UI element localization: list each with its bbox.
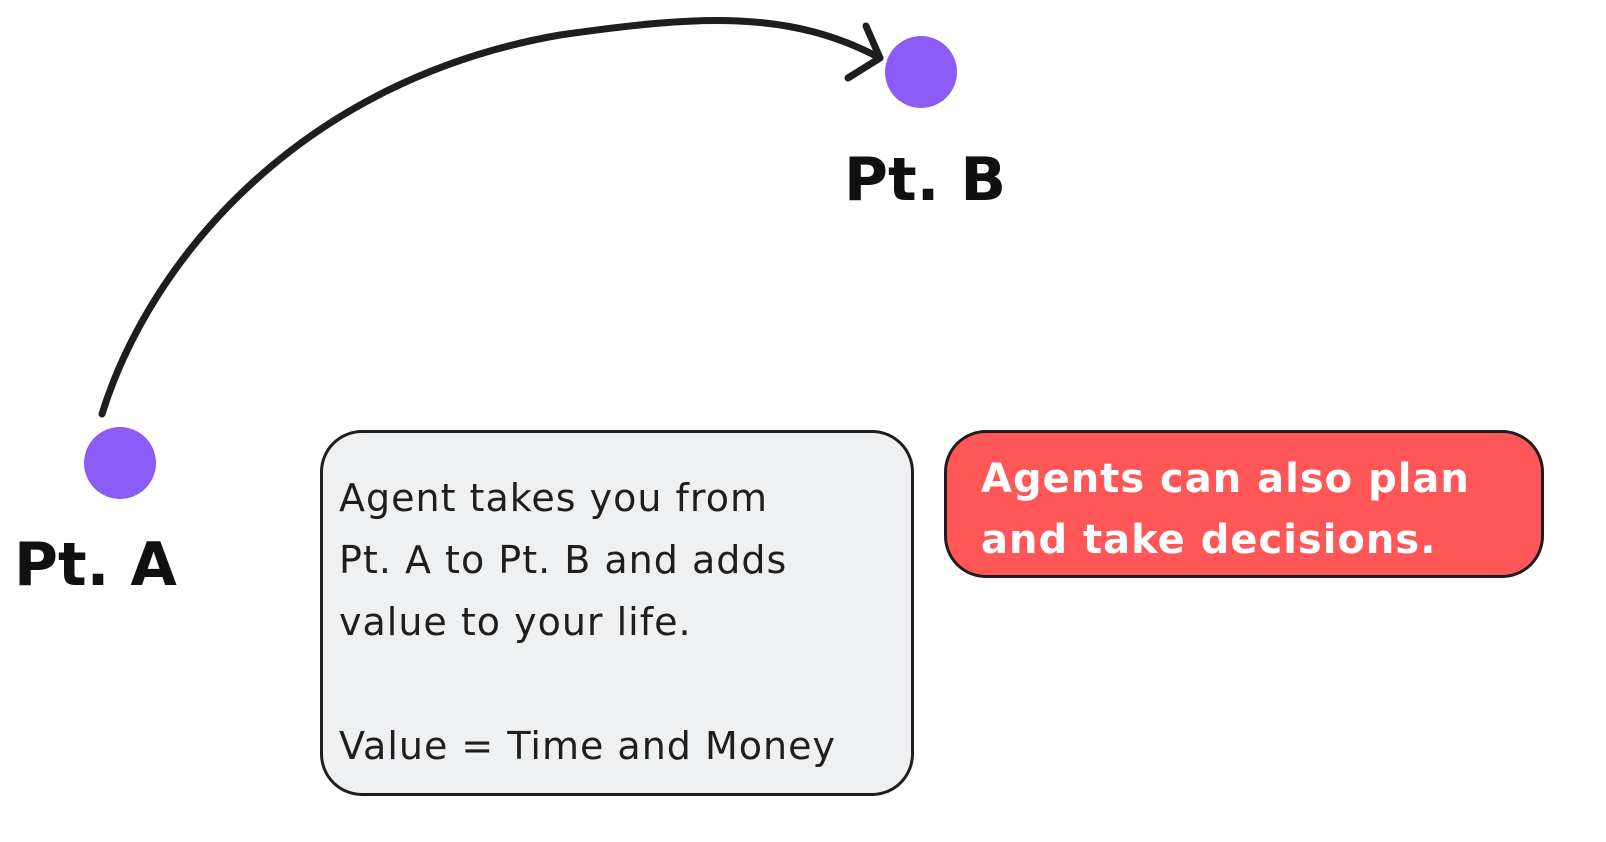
arrow-curve [98,17,884,418]
info-spacer [339,653,897,715]
info-box: Agent takes you from Pt. A to Pt. B and … [320,430,914,796]
arrow-head-icon [844,22,884,82]
info-line-3: value to your life. [339,600,692,644]
info-line-2: Pt. A to Pt. B and adds [339,538,788,582]
point-b-dot [885,36,957,108]
point-b-label: Pt. B [844,145,1007,215]
note-box: Agents can also plan and take decisions. [944,430,1544,578]
point-a-dot [84,427,156,499]
info-line-1: Agent takes you from [339,476,768,520]
info-line-4: Value = Time and Money [339,724,836,768]
note-line-2: and take decisions. [981,517,1437,563]
note-line-1: Agents can also plan [981,456,1470,502]
point-a-label: Pt. A [14,530,177,600]
